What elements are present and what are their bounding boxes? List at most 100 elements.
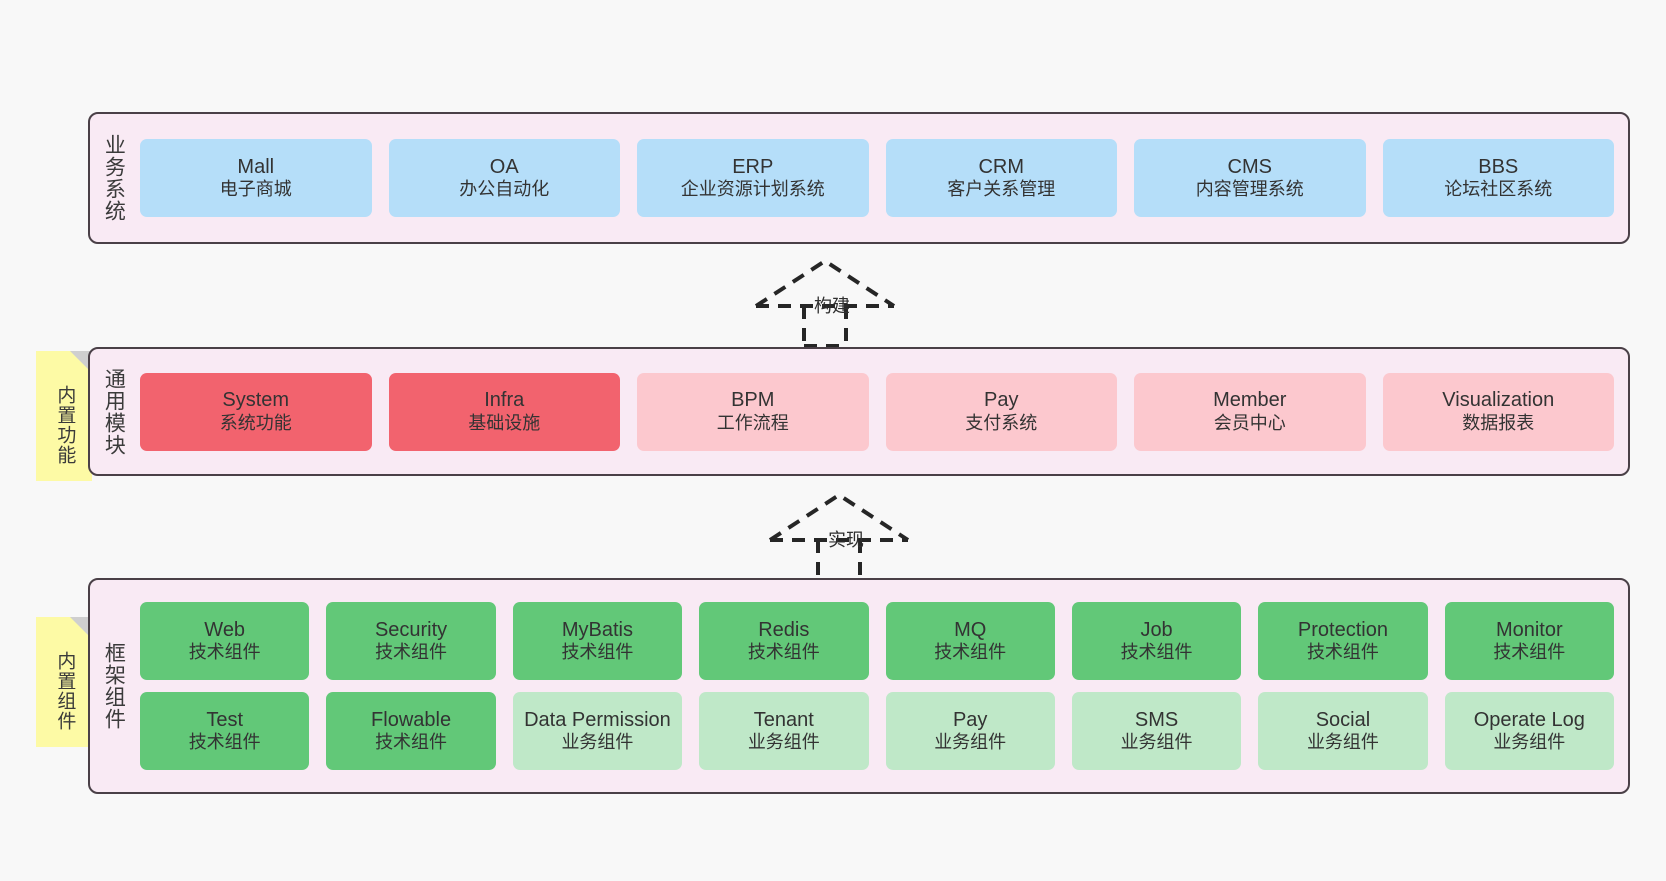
card-subtitle: 业务组件: [747, 732, 820, 753]
card-subtitle: 业务组件: [1493, 732, 1566, 753]
card-subtitle: 技术组件: [188, 642, 261, 663]
card-subtitle: 支付系统: [965, 412, 1038, 433]
card-title: BPM: [731, 389, 775, 412]
card-title: MQ: [954, 618, 987, 641]
card-subtitle: 数据报表: [1462, 412, 1535, 433]
card-title: Protection: [1297, 618, 1388, 641]
card-subtitle: 工作流程: [716, 412, 789, 433]
card-title: Test: [206, 708, 244, 731]
card-subtitle: 业务组件: [934, 732, 1007, 753]
layer-framework-component-label: 框架组件: [102, 642, 126, 730]
connector-implement: 实现: [768, 492, 910, 582]
card-subtitle: 技术组件: [934, 642, 1007, 663]
card-subtitle: 企业资源计划系统: [680, 179, 825, 200]
card-title: MyBatis: [561, 618, 633, 641]
connector-build: 构建: [754, 258, 896, 348]
card-subtitle: 技术组件: [375, 642, 448, 663]
card-subtitle: 办公自动化: [459, 179, 550, 200]
card-title: System: [222, 389, 290, 412]
card-title: Pay: [952, 708, 988, 731]
card-subtitle: 会员中心: [1213, 412, 1286, 433]
card-title: BBS: [1478, 155, 1519, 178]
card-title: Security: [374, 618, 448, 641]
card-subtitle: 技术组件: [188, 732, 261, 753]
connector-implement-label: 实现: [828, 530, 864, 550]
card-title: Visualization: [1442, 389, 1555, 412]
card-title: Operate Log: [1473, 708, 1585, 731]
card-title: Pay: [984, 389, 1019, 412]
card-title: SMS: [1134, 708, 1179, 731]
sticky-note-builtin-components-label: 内置组件: [54, 651, 76, 731]
card-title: Job: [1140, 618, 1173, 641]
card-title: Flowable: [371, 708, 452, 731]
card-title: OA: [489, 155, 519, 178]
card-subtitle: 电子商城: [219, 179, 292, 200]
card-title: Tenant: [753, 708, 814, 731]
card-title: Member: [1213, 389, 1287, 412]
card-title: Web: [204, 618, 246, 641]
card-title: Monitor: [1495, 618, 1563, 641]
card-subtitle: 技术组件: [561, 642, 634, 663]
card-title: Redis: [758, 618, 810, 641]
card-subtitle: 技术组件: [1306, 642, 1379, 663]
card-subtitle: 技术组件: [1120, 642, 1193, 663]
card-subtitle: 系统功能: [219, 412, 292, 433]
note-fold-corner-icon: [70, 617, 92, 639]
card-subtitle: 业务组件: [1120, 732, 1193, 753]
card-subtitle: 技术组件: [375, 732, 448, 753]
card-title: Social: [1315, 708, 1371, 731]
connector-build-label: 构建: [814, 296, 850, 316]
sticky-note-builtin-features: 内置功能: [36, 351, 92, 481]
card-subtitle: 技术组件: [1493, 642, 1566, 663]
note-fold-corner-icon: [70, 351, 92, 373]
card-title: CMS: [1227, 155, 1272, 178]
card-subtitle: 基础设施: [468, 412, 541, 433]
card-title: Infra: [484, 389, 525, 412]
card-subtitle: 论坛社区系统: [1444, 179, 1553, 200]
connector-build-arrow: [754, 258, 896, 348]
layer-common-module-label: 通用模块: [102, 367, 126, 456]
sticky-note-builtin-components: 内置组件: [36, 617, 92, 747]
card-title: Mall: [237, 155, 275, 178]
layer-business-system-label: 业务系统: [102, 134, 126, 222]
card-title: ERP: [732, 155, 774, 178]
card-title: Data Permission: [524, 708, 671, 731]
